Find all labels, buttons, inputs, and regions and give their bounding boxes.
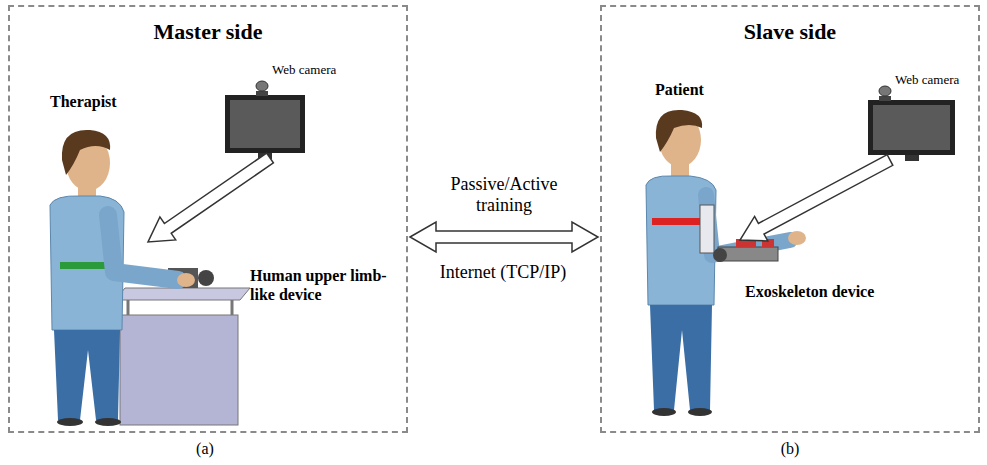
table-device <box>115 268 250 425</box>
monitor-left <box>225 81 305 159</box>
camera-label: Web camera <box>895 72 959 88</box>
panel-title: Slave side <box>602 19 978 45</box>
subfigure-label: (b) <box>781 439 800 458</box>
edge-label: Passive/Active training <box>427 174 581 217</box>
subfigure-label: (a) <box>196 439 214 458</box>
link-label: Internet (TCP/IP) <box>438 262 568 284</box>
role-label: Therapist <box>50 92 117 111</box>
panel-title: Master side <box>10 19 406 45</box>
therapist-figure <box>50 130 195 426</box>
side-panel: Slave side <box>600 5 980 433</box>
device-label: Exoskeleton device <box>745 282 874 301</box>
view-arrow <box>740 155 893 241</box>
camera-label: Web camera <box>272 62 336 78</box>
monitor-right <box>868 86 955 161</box>
side-panel: Master side <box>8 5 408 433</box>
view-arrow <box>148 153 273 242</box>
patient-figure <box>646 110 806 416</box>
device-label: Human upper limb-like device <box>250 266 400 304</box>
role-label: Patient <box>655 80 704 99</box>
double-arrow <box>410 222 598 252</box>
